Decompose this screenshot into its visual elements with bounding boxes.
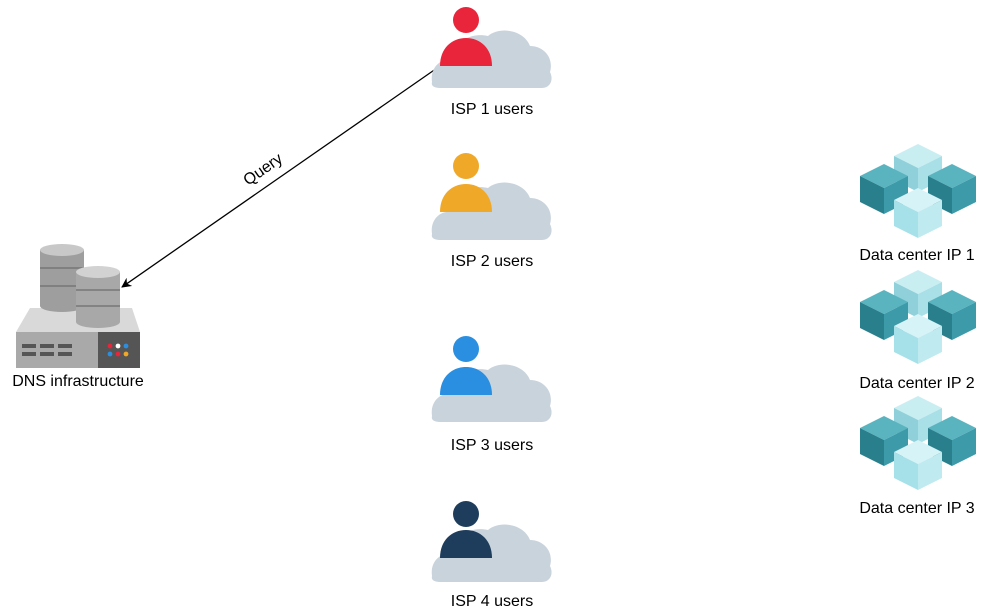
query-label: Query — [241, 150, 286, 189]
isp-1-label: ISP 1 users — [451, 101, 533, 118]
query-arrow — [121, 65, 441, 288]
isp-1-users-icon — [431, 7, 552, 88]
isp-3-users-icon — [431, 336, 552, 422]
isp-2-label: ISP 2 users — [451, 253, 533, 270]
isp-2-users-icon — [431, 153, 552, 240]
data-center-3-icon — [860, 396, 976, 490]
data-center-2-icon — [860, 270, 976, 364]
data-center-1-icon — [860, 144, 976, 238]
data-center-3-label: Data center IP 3 — [859, 500, 974, 517]
isp-3-person-icon — [453, 336, 479, 362]
isp-4-users-icon — [431, 501, 552, 582]
data-center-1-label: Data center IP 1 — [859, 247, 974, 264]
isp-4-person-icon — [453, 501, 479, 527]
data-center-2-label: Data center IP 2 — [859, 375, 974, 392]
isp-2-person-icon — [453, 153, 479, 179]
dns-label: DNS infrastructure — [12, 373, 144, 390]
isp-3-label: ISP 3 users — [451, 437, 533, 454]
dns-server-icon — [16, 244, 140, 368]
isp-4-label: ISP 4 users — [451, 593, 533, 610]
isp-1-person-icon — [453, 7, 479, 33]
